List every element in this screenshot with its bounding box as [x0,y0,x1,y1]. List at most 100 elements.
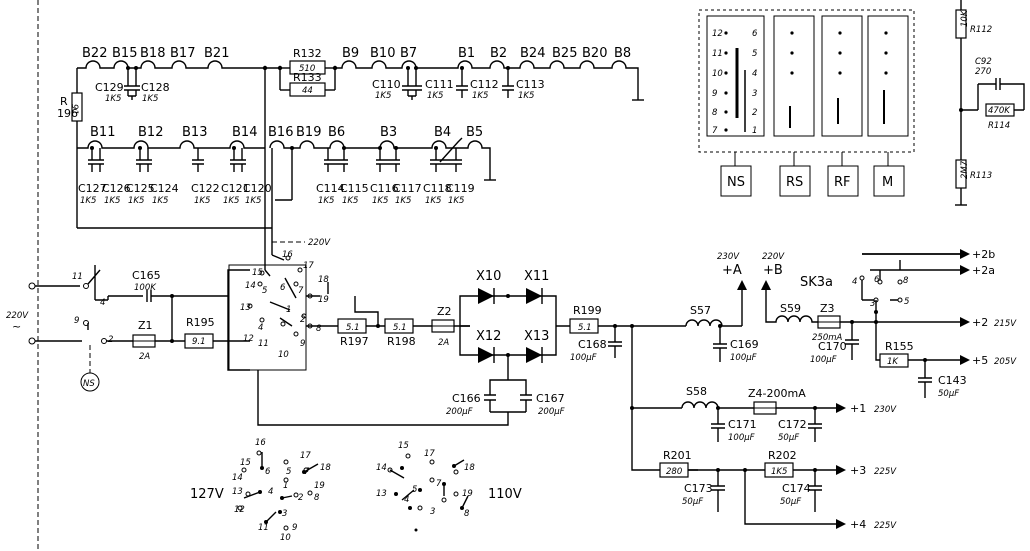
r132-value: 510 [299,64,315,74]
c169-value: 100μF [730,353,757,363]
diode-x12: X12 [476,329,501,344]
cap-c113-value: 1K5 [518,91,534,101]
cap-c117-value: 1K5 [395,196,411,206]
sel-pin-17: 17 [303,261,314,271]
panel-pin-5: 5 [752,49,757,59]
rail-a-voltage: 230V [717,252,740,262]
c170-value: 100μF [810,355,837,365]
resistor-r195 [184,333,214,349]
s59-stage: 220V +B S59 Z3 250mA C170 100μF [761,252,876,365]
s127-pin-2: 2 [298,493,303,503]
sk3a-pin-5: 5 [904,297,909,307]
r196-value: 91 [69,104,79,115]
sel-pin-11: 11 [258,339,269,349]
panel-button-m-label: M [882,175,893,190]
rectifier-feed: 5.1 R197 5.1 R198 Z2 2A [306,296,470,348]
inductor-b12: B12 [138,125,163,140]
inductor-b25: B25 [552,46,577,61]
s127-pin-15: 15 [240,458,251,468]
switch-panel: 12 11 10 9 8 7 6 5 4 3 2 1 NS RS [698,9,915,197]
s127-pin-7: 7 [304,467,310,477]
cap-c118-value: 1K5 [425,196,441,206]
r201-value: 280 [666,467,682,477]
z2-label: Z2 [437,305,452,318]
panel-pin-6: 6 [752,29,758,39]
sel-pin-15: 15 [252,268,263,278]
output-3-volt: 225V [874,467,897,477]
r113-value: 2M7 [960,160,970,179]
c168-value: 100μF [570,353,597,363]
output-2b: +2b [862,248,995,261]
cap-c116-value: 1K5 [372,196,388,206]
inductor-b15: B15 [112,46,137,61]
resistor-r197 [337,318,367,334]
selector-110v-diagram: 110V 15 14 17 18 7 13 5 4 19 3 8 [376,441,522,532]
inductor-b14: B14 [232,125,257,140]
far-right-section: 10K R112 470K R114 C92 270 2M7 R113 [955,0,1025,206]
output-2a: +2a [960,264,995,277]
c174-value: 50μF [780,497,801,507]
r199-stage: 5.1 R199 C168 100μF [569,304,698,471]
panel-pin-3: 3 [752,89,757,99]
mains-pin-11: 11 [72,272,83,282]
s127-pin-3: 3 [282,509,287,519]
c168-label: C168 [578,338,607,351]
bridge-rectifier: X10 X11 X12 X13 C166 200μF C167 200μF [257,269,570,426]
panel-button-rs-label: RS [786,175,803,190]
cap-c129-label: C129 [95,81,124,94]
cap-c116-label: C116 [370,182,399,195]
panel-pin-10: 10 [712,69,723,79]
cap-c120-label: C120 [243,182,272,195]
r133-value: 44 [302,86,313,96]
sel-pin-18: 18 [318,275,329,285]
s58-stage: S58 C171 100μF Z4-200mA C172 50μF [681,385,836,443]
cap-c122-label: C122 [191,182,220,195]
c173-label: C173 [684,482,713,495]
panel-pin-12: 12 [712,29,723,39]
rail-a-tag: +A [722,263,742,278]
inductor-b4: B4 [434,125,451,140]
s110-pin-17: 17 [424,449,435,459]
r112-value: 10K [960,9,970,27]
c172-value: 50μF [778,433,799,443]
sel-pin-16: 16 [282,250,293,260]
sel-pin-12: 12 [243,334,254,344]
panel-pin-2: 2 [752,108,757,118]
panel-button-rf [827,165,859,197]
s127-pin-16: 16 [255,438,266,448]
cap-c114-label: C114 [316,182,345,195]
r202-label: R202 [768,449,797,462]
output-5-tag: +5 [972,354,988,367]
cap-c113-label: C113 [516,78,545,91]
s110-pin-3: 3 [430,507,435,517]
r202-value: 1K5 [771,467,787,477]
s127-pin-19: 19 [314,481,325,491]
inductor-b13: B13 [182,125,207,140]
cap-c112-value: 1K5 [472,91,488,101]
inductor-b21: B21 [204,46,229,61]
s127-pin-14: 14 [232,473,243,483]
c169-label: C169 [730,338,759,351]
r201-label: R201 [663,449,692,462]
z4-label: Z4-200mA [748,387,806,400]
s110-pin-4: 4 [404,495,409,505]
r113-label: R113 [970,171,992,181]
cap-c122-value: 1K5 [194,196,210,206]
cap-c118-label: C118 [423,182,452,195]
cap-c114-value: 1K5 [318,196,334,206]
inductor-b2: B2 [490,46,507,61]
mains-input: 220V ~ 11 9 2 4 NS [6,265,113,392]
ac-symbol: ~ [12,320,21,333]
r198-value: 5.1 [393,323,407,333]
cap-c126-label: C126 [102,182,131,195]
s127-pin-1: 1 [283,481,288,491]
switch-sk3a-label: SK3a [800,275,833,290]
r195-value: 9.1 [192,337,206,347]
output-4-volt: 225V [874,521,897,531]
inductor-b1: B1 [458,46,475,61]
rail-b-voltage: 220V [762,252,785,262]
r112-label: R112 [970,25,992,35]
mid-inductor-labels: B11 B12 B13 B14 B16 B19 B6 B3 B4 B5 [90,125,483,140]
z1-label: Z1 [138,319,153,332]
